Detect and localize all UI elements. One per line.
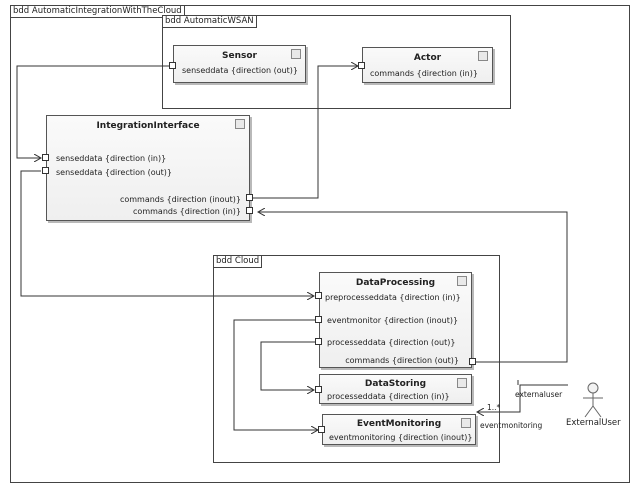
wire-eventmonitor-link bbox=[233, 319, 318, 430]
outer-frame: bdd AutomaticIntegrationWithTheCloud bbox=[10, 5, 630, 483]
block-icon bbox=[461, 418, 471, 428]
block-icon bbox=[291, 49, 301, 59]
port-integration-senseddata-out[interactable] bbox=[42, 167, 49, 174]
association-multiplicity: 1..* bbox=[487, 403, 501, 412]
association-role-eventmonitoring: eventmonitoring bbox=[480, 421, 543, 430]
port-dataprocessing-eventmonitor[interactable] bbox=[315, 316, 322, 323]
port-label: commands {direction (out)} bbox=[345, 356, 459, 365]
block-icon bbox=[478, 51, 488, 61]
port-actor-commands[interactable] bbox=[358, 62, 365, 69]
port-label: commands {direction (in)} bbox=[133, 207, 241, 216]
port-eventmonitoring[interactable] bbox=[318, 426, 325, 433]
port-label: commands {direction (in)} bbox=[370, 69, 478, 78]
port-datastoring-processeddata[interactable] bbox=[315, 386, 322, 393]
cloud-frame-title: bdd Cloud bbox=[214, 256, 263, 268]
outer-frame-title: bdd AutomaticIntegrationWithTheCloud bbox=[11, 6, 185, 18]
port-label: processeddata {direction (in)} bbox=[327, 392, 450, 401]
wire-integration-to-actor bbox=[253, 66, 358, 199]
port-integration-commands-inout[interactable] bbox=[246, 194, 253, 201]
port-label: senseddata {direction (out)} bbox=[182, 66, 299, 75]
block-actor-title: Actor bbox=[413, 53, 442, 63]
port-label: preprocesseddata {direction (in)} bbox=[325, 293, 461, 302]
cloud-frame: bdd Cloud bbox=[213, 255, 500, 463]
wsan-frame-title: bdd AutomaticWSAN bbox=[163, 16, 257, 28]
wire-processing-to-storing bbox=[260, 341, 315, 390]
wire-sensor-to-integration bbox=[16, 65, 170, 158]
block-dataprocessing-title: DataProcessing bbox=[355, 278, 436, 288]
port-integration-commands-in[interactable] bbox=[246, 207, 253, 214]
wire-dataprocessing-to-integration bbox=[258, 212, 568, 363]
port-label: processeddata {direction (out)} bbox=[327, 338, 456, 347]
block-datastoring[interactable]: DataStoring processeddata {direction (in… bbox=[319, 374, 472, 404]
block-datastoring-title: DataStoring bbox=[364, 379, 427, 389]
port-label: eventmonitor {direction (inout)} bbox=[327, 316, 459, 325]
block-actor[interactable]: Actor commands {direction (in)} bbox=[362, 47, 493, 83]
stick-figure-icon[interactable] bbox=[578, 381, 608, 421]
block-integration-title: IntegrationInterface bbox=[96, 121, 200, 131]
block-icon bbox=[457, 276, 467, 286]
port-dataprocessing-processeddata[interactable] bbox=[315, 338, 322, 345]
actor-externaluser-label: ExternalUser bbox=[566, 418, 621, 428]
wsan-frame: bdd AutomaticWSAN bbox=[162, 15, 511, 109]
block-dataprocessing[interactable]: DataProcessing preprocesseddata {directi… bbox=[319, 272, 472, 368]
block-integrationinterface[interactable]: IntegrationInterface senseddata {directi… bbox=[46, 115, 250, 221]
wire-integration-to-dataprocessing bbox=[20, 170, 314, 296]
port-dataprocessing-commands[interactable] bbox=[469, 358, 476, 365]
block-sensor[interactable]: Sensor senseddata {direction (out)} bbox=[173, 45, 306, 83]
block-sensor-title: Sensor bbox=[222, 51, 257, 61]
port-dataprocessing-preprocesseddata[interactable] bbox=[315, 292, 322, 299]
port-integration-senseddata-in[interactable] bbox=[42, 154, 49, 161]
block-eventmonitoring-title: EventMonitoring bbox=[356, 419, 442, 429]
port-sensor-senseddata[interactable] bbox=[169, 62, 176, 69]
association-role-externaluser: externaluser bbox=[515, 390, 563, 399]
port-label: senseddata {direction (out)} bbox=[56, 168, 173, 177]
port-label: commands {direction (inout)} bbox=[119, 195, 241, 204]
association-externaluser bbox=[477, 384, 568, 412]
port-label: senseddata {direction (in)} bbox=[56, 154, 167, 163]
block-icon bbox=[457, 378, 467, 388]
block-icon bbox=[235, 119, 245, 129]
port-label: eventmonitoring {direction (inout)} bbox=[329, 433, 473, 442]
block-eventmonitoring[interactable]: EventMonitoring eventmonitoring {directi… bbox=[322, 414, 476, 445]
